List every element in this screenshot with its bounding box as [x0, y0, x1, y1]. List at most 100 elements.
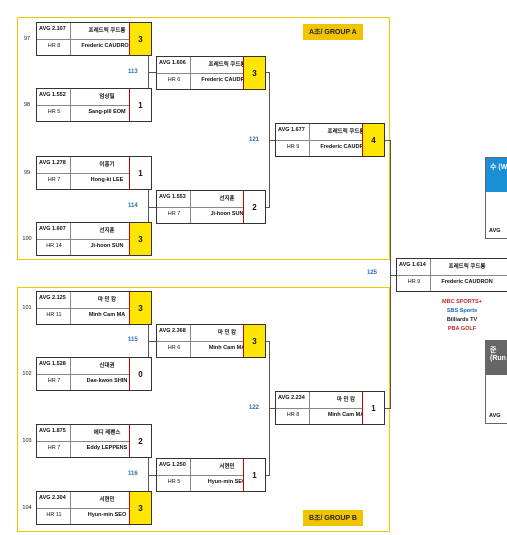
player-name-en: Ji-hoon SUN: [90, 243, 124, 249]
score-box: 3: [129, 223, 151, 255]
score-box: 3: [129, 292, 151, 324]
player-name-ko: 프레드릭 쿠드롱: [208, 62, 246, 68]
player-name-ko: 선지훈: [99, 228, 115, 234]
player-name-ko: 서현민: [99, 497, 115, 503]
player-avg: AVG 1.278: [39, 160, 66, 166]
player-hr: HR 7: [47, 177, 61, 183]
score-box: 4: [362, 124, 384, 156]
player-name-ko: 서현민: [219, 464, 235, 470]
match-card-r1-7[interactable]: 103 AVG 1.875 HR 7 에디 레펜스 Eddy LEPPENS 2: [22, 424, 152, 458]
player-name-en: Sang-pill EOM: [88, 109, 126, 115]
match-card-r1-8[interactable]: 104 AVG 2.304 HR 11 서현민 Hyun-min SEO 3: [22, 491, 152, 525]
player-name-ko: 마 민 캄: [336, 397, 356, 403]
player-name-ko: 신대권: [99, 363, 115, 369]
score-box: 1: [362, 392, 384, 424]
mbc-sports-logo: MBC SPORTS+: [442, 299, 482, 305]
player-avg: AVG 2.368: [159, 328, 186, 334]
match-card-r2-4[interactable]: AVG 1.250 HR 5 서현민 Hyun-min SEO 1: [156, 458, 266, 492]
player-avg: AVG 1.607: [39, 226, 66, 232]
match-card-r1-6[interactable]: 102 AVG 1.528 HR 7 신대권 Dae-kwon SHIN 0: [22, 357, 152, 391]
final-match-number: 125: [367, 270, 378, 276]
player-hr: HR 6: [167, 77, 181, 83]
final-card[interactable]: AVG 1.614 HR 9 프레드릭 쿠드롱 Frederic CAUDRON: [396, 258, 507, 292]
player-hr: HR 7: [47, 445, 61, 451]
player-name-en: Hyun-min SEO: [207, 479, 247, 485]
match-card-r3-2[interactable]: AVG 2.234 HR 8 마 민 캄 Minh Cam MA 1: [275, 391, 385, 425]
player-hr: HR 11: [46, 312, 62, 318]
player-avg: AVG 1.606: [159, 60, 186, 66]
pba-golf-logo: PBA GOLF: [447, 326, 477, 332]
winner-panel-heading: 수 (Wi: [486, 158, 507, 192]
player-name-ko: 선지훈: [219, 196, 235, 202]
player-name-en: Hyun-min SEO: [87, 512, 127, 518]
seed-number: 98: [23, 102, 31, 108]
seed-number: 100: [22, 236, 32, 242]
billiards-tv-logo: Billiards TV: [446, 317, 478, 323]
match-number: 121: [249, 137, 260, 143]
runner-up-panel-heading: 준 (Run: [486, 341, 507, 375]
score-box: 1: [129, 157, 151, 189]
match-card-r1-2[interactable]: 98 AVG 1.552 HR 5 엄상필 Sang-pill EOM 1: [24, 88, 152, 122]
player-name-en: Frederic CAUDRON: [441, 279, 493, 285]
match-card-r1-4[interactable]: 100 AVG 1.607 HR 14 선지훈 Ji-hoon SUN 3: [22, 222, 152, 256]
player-hr: HR 11: [46, 512, 62, 518]
player-name-ko: 마 민 캄: [217, 330, 237, 336]
score-box: 2: [243, 191, 265, 223]
player-avg: AVG 1.528: [39, 361, 66, 367]
match-card-r1-5[interactable]: 101 AVG 2.125 HR 11 마 민 캄 Minh Cam MA 3: [22, 291, 152, 325]
match-number: 113: [128, 69, 138, 75]
runner-up-avg: AVG: [489, 413, 501, 419]
score-box: 3: [243, 57, 265, 89]
seed-number: 103: [22, 438, 32, 444]
player-avg: AVG 2.234: [278, 395, 305, 401]
player-avg: AVG 1.552: [39, 92, 66, 98]
match-card-r1-1[interactable]: 97 AVG 2.107 HR 8 프레드릭 쿠드롱 Frederic CAUD…: [24, 22, 152, 56]
player-avg: AVG 1.677: [278, 127, 305, 133]
player-name-ko: 프레드릭 쿠드롱: [88, 28, 126, 34]
match-number: 122: [249, 405, 260, 411]
match-number: 115: [128, 337, 138, 343]
player-avg: AVG 1.875: [39, 428, 66, 434]
player-hr: HR 9: [407, 279, 421, 285]
score-box: 1: [129, 89, 151, 121]
match-card-r1-3[interactable]: 99 AVG 1.278 HR 7 이홍기 Hong-ki LEE 1: [24, 156, 152, 190]
player-hr: HR 8: [47, 43, 61, 49]
winner-panel: 수 (Wi AVG: [485, 157, 507, 239]
player-name-en: Frederic CAUDRON: [81, 43, 133, 49]
match-number: 114: [128, 203, 138, 209]
player-name-ko: 이홍기: [99, 162, 115, 168]
player-hr: HR 7: [47, 378, 61, 384]
player-hr: HR 8: [286, 412, 300, 418]
seed-number: 104: [22, 505, 32, 511]
winner-avg: AVG: [489, 228, 501, 234]
player-hr: HR 6: [167, 345, 181, 351]
sponsor-logos: MBC SPORTS+ SBS Sports Billiards TV PBA …: [432, 298, 492, 334]
player-name-en: Ji-hoon SUN: [210, 211, 244, 217]
score-box: 3: [129, 492, 151, 524]
player-name-ko: 프레드릭 쿠드롱: [327, 129, 365, 135]
player-avg: AVG 1.553: [159, 194, 186, 200]
match-card-r2-3[interactable]: AVG 2.368 HR 6 마 민 캄 Minh Cam MA 3: [156, 324, 266, 358]
match-card-r2-2[interactable]: AVG 1.553 HR 7 선지훈 Ji-hoon SUN 2: [156, 190, 266, 224]
seed-number: 101: [22, 305, 32, 311]
player-avg: AVG 2.304: [39, 495, 66, 501]
player-avg: AVG 2.107: [39, 26, 66, 32]
player-name-en: Frederic CAUDRON: [201, 77, 253, 83]
player-name-en: Hong-ki LEE: [90, 177, 124, 183]
player-name-ko: 엄상필: [99, 94, 115, 100]
player-hr: HR 5: [167, 479, 181, 485]
match-card-r3-1[interactable]: AVG 1.677 HR 9 프레드릭 쿠드롱 Frederic CAUDRON…: [275, 123, 385, 157]
score-box: 2: [129, 425, 151, 457]
player-name-ko: 마 민 캄: [97, 297, 117, 303]
score-box: 1: [243, 459, 265, 491]
group-a-label: A조/ GROUP A: [303, 24, 363, 40]
player-name-en: Frederic CAUDRON: [320, 144, 372, 150]
player-name-en: Minh Cam MA: [88, 312, 126, 318]
score-box: 3: [243, 325, 265, 357]
score-box: 0: [129, 358, 151, 390]
score-box: 3: [129, 23, 151, 55]
player-avg: AVG 1.250: [159, 462, 186, 468]
runner-up-panel: 준 (Run AVG: [485, 340, 507, 424]
player-hr: HR 5: [47, 109, 61, 115]
match-card-r2-1[interactable]: AVG 1.606 HR 6 프레드릭 쿠드롱 Frederic CAUDRON…: [156, 56, 266, 90]
